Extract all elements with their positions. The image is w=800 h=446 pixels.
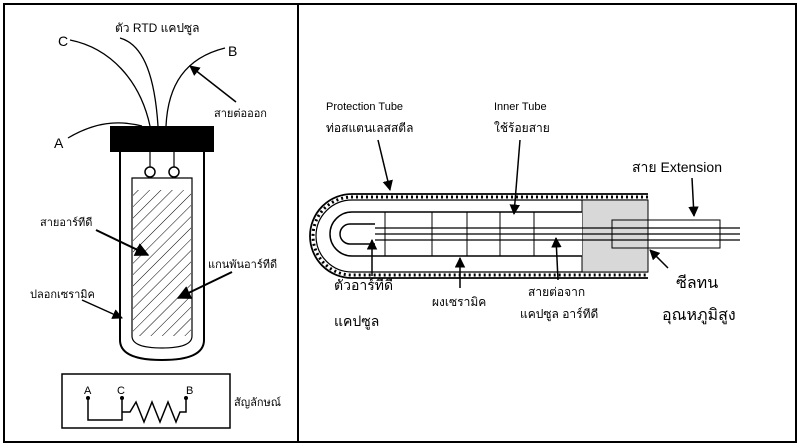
capsule-lead-arrow bbox=[551, 236, 562, 281]
ceramic-sleeve-arrow bbox=[81, 299, 123, 319]
symbol-circuit bbox=[87, 398, 187, 425]
ceramic-powder-label: ผงเซรามิค bbox=[432, 295, 486, 309]
wire-b bbox=[165, 47, 226, 127]
rtd-wire-arrow bbox=[95, 229, 150, 256]
symbol-caption: สัญลักษณ์ bbox=[234, 396, 281, 409]
wire-ext bbox=[119, 37, 159, 127]
lead-wire-arrow bbox=[189, 65, 237, 103]
wire-b-label: B bbox=[228, 43, 237, 59]
symbol-b-label: B bbox=[186, 385, 193, 397]
rtd-winding bbox=[133, 190, 191, 336]
capsule-lead-label-1: สายต่อจาก bbox=[528, 285, 585, 299]
symbol-a-label: A bbox=[84, 385, 92, 397]
ceramic-sleeve-label: ปลอกเซรามิค bbox=[30, 289, 95, 301]
capsule-body bbox=[119, 152, 205, 362]
inner-tube-en-label: Inner Tube bbox=[494, 101, 547, 113]
wire-a-label: A bbox=[54, 135, 64, 151]
mandrel-label: แกนพันอาร์ทีดี bbox=[208, 258, 277, 271]
lead-wire-label: สายต่อออก bbox=[214, 108, 267, 120]
terminal-right bbox=[168, 166, 180, 178]
mandrel-arrow bbox=[176, 271, 233, 299]
rtd-element bbox=[339, 223, 375, 245]
extension-wire-label: สาย Extension bbox=[632, 159, 722, 175]
seal-label-2: อุณหภูมิสูง bbox=[662, 307, 736, 325]
protection-tube-outer bbox=[309, 193, 648, 279]
high-temp-seal bbox=[581, 199, 649, 273]
terminal-left bbox=[144, 166, 156, 178]
rtd-probe-drawing bbox=[309, 193, 740, 279]
protection-tube-en-label: Protection Tube bbox=[326, 101, 403, 113]
mandrel-outline bbox=[131, 177, 193, 349]
rtd-element-label-1: ตัวอาร์ทีดี bbox=[334, 277, 393, 293]
protection-tube-th-label: ท่อสแตนเลสสตีล bbox=[326, 121, 413, 135]
symbol-c-label: C bbox=[117, 385, 125, 397]
rtd-symbol: A C B bbox=[61, 373, 231, 429]
protection-tube-arrow bbox=[377, 139, 393, 192]
extension-sleeve bbox=[611, 219, 721, 249]
capsule-lead-label-2: แคปซูล อาร์ทีดี bbox=[520, 307, 598, 322]
outer-frame bbox=[3, 3, 797, 443]
rtd-wire-label: สายอาร์ทีดี bbox=[40, 216, 92, 229]
wire-c-label: C bbox=[58, 33, 68, 49]
rtd-capsule-drawing bbox=[67, 37, 226, 362]
seal-arrow bbox=[649, 249, 669, 269]
capsule-cap bbox=[110, 126, 214, 152]
capsule-title: ตัว RTD แคปซูล bbox=[115, 21, 200, 36]
inner-tube-th-label: ใช้ร้อยสาย bbox=[494, 121, 550, 135]
inner-tube-arrow bbox=[509, 139, 521, 216]
protection-tube-inner bbox=[315, 199, 648, 273]
extension-wire-arrow bbox=[688, 177, 699, 218]
wire-c bbox=[69, 39, 151, 127]
rtd-element-label-2: แคปซูล bbox=[334, 313, 379, 330]
symbol-box bbox=[61, 373, 231, 429]
seal-label-1: ซีลทน bbox=[676, 274, 718, 292]
wire-a bbox=[67, 122, 143, 139]
